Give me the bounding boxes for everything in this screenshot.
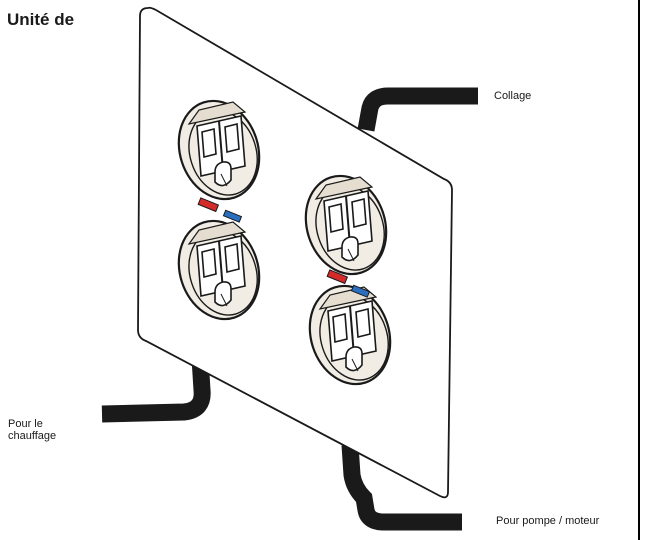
cable-collage bbox=[357, 87, 478, 132]
right-border bbox=[638, 0, 640, 540]
label-pompe: Pour pompe / moteur bbox=[496, 515, 600, 527]
hot-marker-left bbox=[197, 197, 220, 213]
cold-marker-right bbox=[350, 284, 371, 298]
label-chauffage-line2: chauffage bbox=[8, 430, 57, 442]
hot-marker-right bbox=[326, 269, 349, 285]
label-chauffage-line1: Pour le bbox=[8, 418, 43, 430]
figure-title: Unité de bbox=[7, 10, 75, 29]
cold-marker-left bbox=[222, 209, 243, 223]
label-collage: Collage bbox=[494, 90, 532, 102]
cable-pompe bbox=[341, 444, 462, 531]
cable-chauffage bbox=[101, 357, 211, 423]
label-chauffage: Pour le chauffage bbox=[8, 418, 56, 442]
